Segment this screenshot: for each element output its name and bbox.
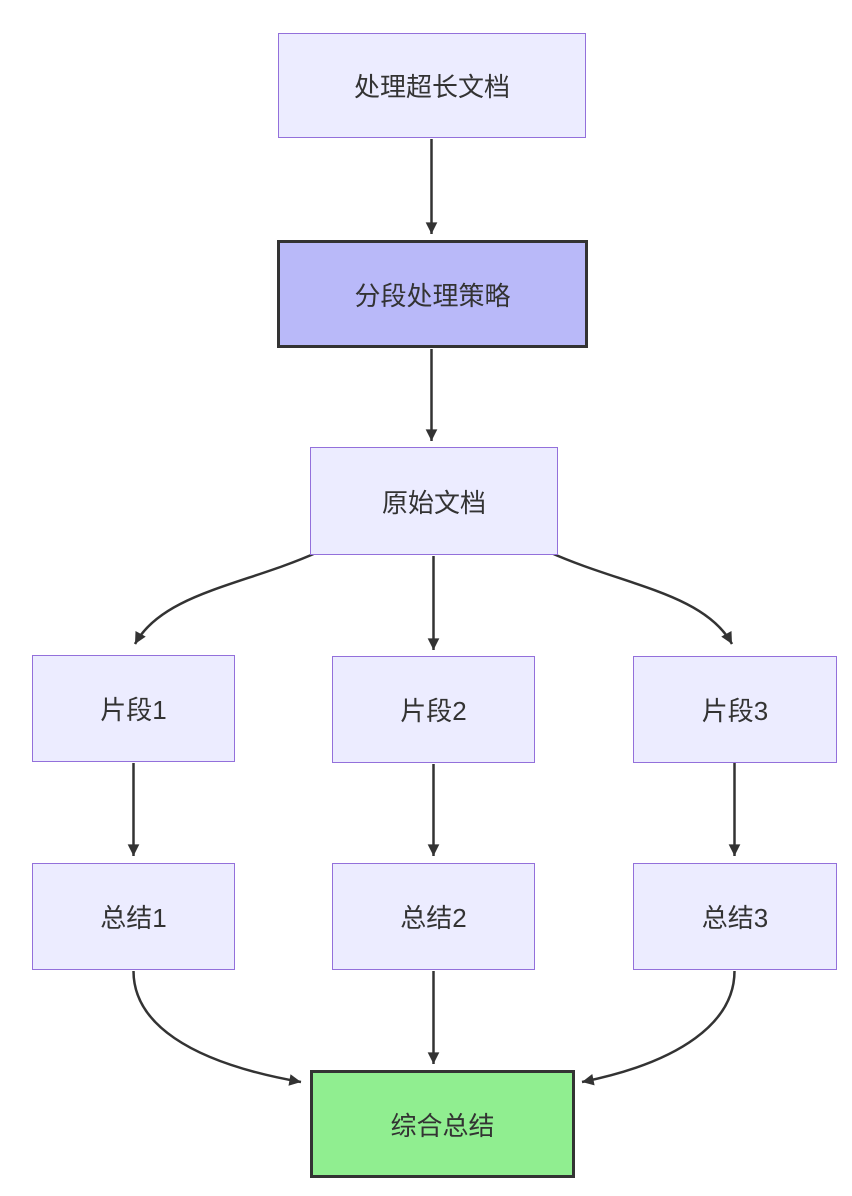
node-fragment-3: 片段3 — [633, 656, 837, 763]
node-label: 总结2 — [400, 903, 467, 933]
node-summary-2: 总结2 — [332, 863, 535, 970]
node-label: 总结3 — [701, 903, 769, 933]
node-label: 片段2 — [400, 696, 467, 726]
node-original-document: 原始文档 — [310, 447, 558, 555]
node-process-long-document: 处理超长文档 — [278, 33, 586, 138]
node-label: 原始文档 — [381, 487, 486, 518]
node-summary-1: 总结1 — [32, 863, 235, 970]
node-summary-3: 总结3 — [633, 863, 837, 970]
node-label: 片段1 — [100, 695, 167, 725]
node-final-summary: 综合总结 — [310, 1070, 575, 1178]
edge-original-to-fragment-1 — [133, 550, 319, 645]
node-label: 片段3 — [701, 696, 769, 726]
node-label: 处理超长文档 — [353, 72, 510, 102]
node-fragment-2: 片段2 — [332, 656, 535, 763]
node-segmentation-strategy: 分段处理策略 — [277, 240, 588, 348]
edge-original-to-fragment-3 — [548, 550, 734, 645]
node-label: 总结1 — [100, 903, 167, 933]
node-label: 综合总结 — [390, 1110, 495, 1141]
node-fragment-1: 片段1 — [32, 655, 235, 762]
edge-summary-1-to-final — [132, 970, 302, 1086]
edge-summary-3-to-final — [581, 970, 736, 1086]
node-label: 分段处理策略 — [354, 280, 511, 311]
